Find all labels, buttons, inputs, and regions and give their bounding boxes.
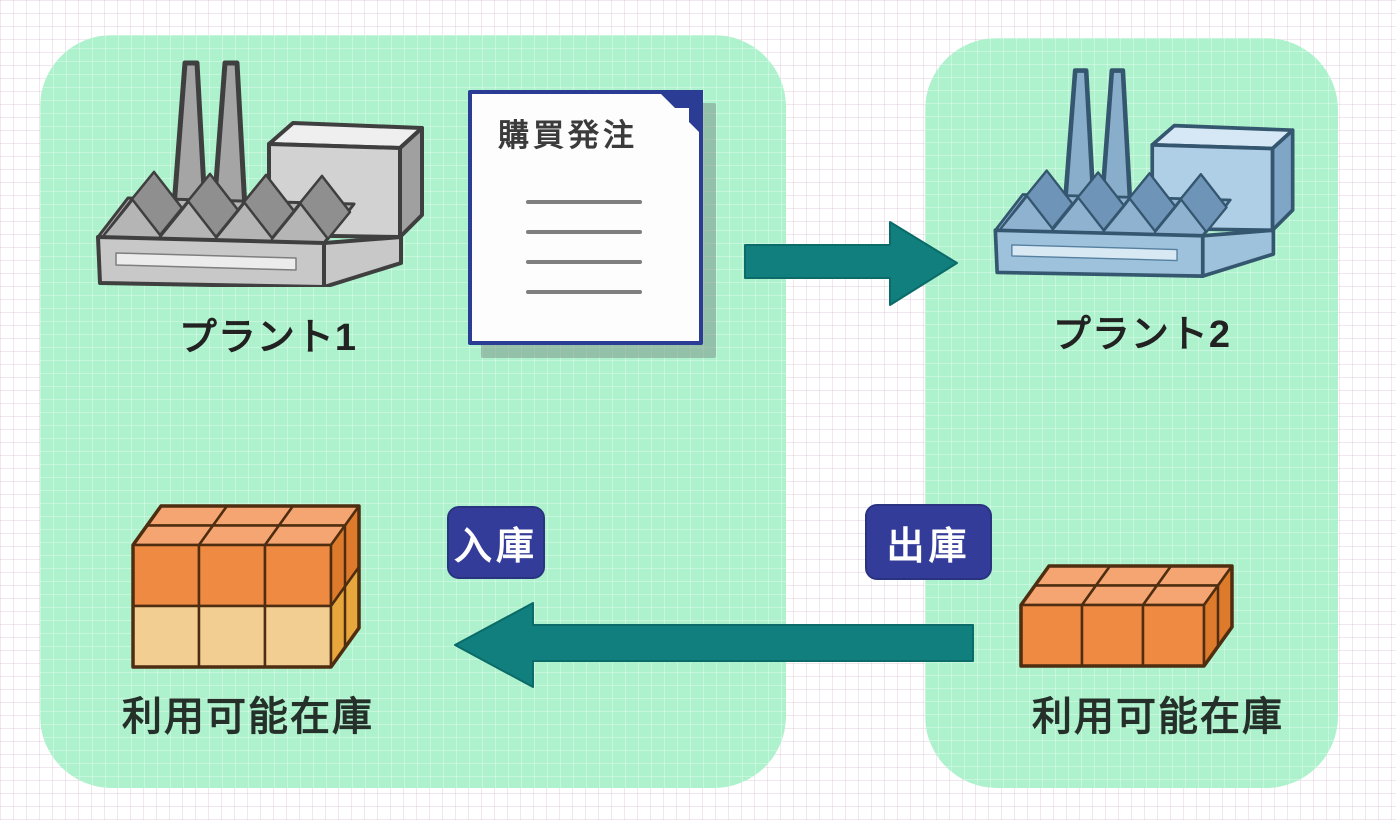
goods-issue-badge: 出庫 — [865, 504, 992, 580]
goods-receipt-badge: 入庫 — [447, 506, 545, 579]
factory-plant2-icon — [993, 68, 1295, 278]
receipt-arrow-left-icon — [454, 602, 974, 688]
document-title: 購買発注 — [498, 118, 638, 153]
factory-plant1-icon — [96, 60, 424, 287]
plant1-label: プラント1 — [178, 317, 358, 359]
document-text-line — [526, 260, 642, 264]
document-text-line — [526, 200, 642, 204]
plant2-label: プラント2 — [1052, 314, 1232, 356]
stock-stack-plant1-icon — [131, 504, 361, 669]
stock-stack-plant2-icon — [1019, 564, 1234, 668]
transfer-arrow-right-icon — [744, 221, 958, 306]
document-text-line — [526, 290, 642, 294]
document-fold-flap — [672, 108, 689, 125]
stock-label-plant2: 利用可能在庫 — [1032, 695, 1284, 739]
purchase-order-document: 購買発注 — [468, 90, 703, 345]
stock-label-plant1: 利用可能在庫 — [122, 695, 374, 739]
document-text-line — [526, 230, 642, 234]
